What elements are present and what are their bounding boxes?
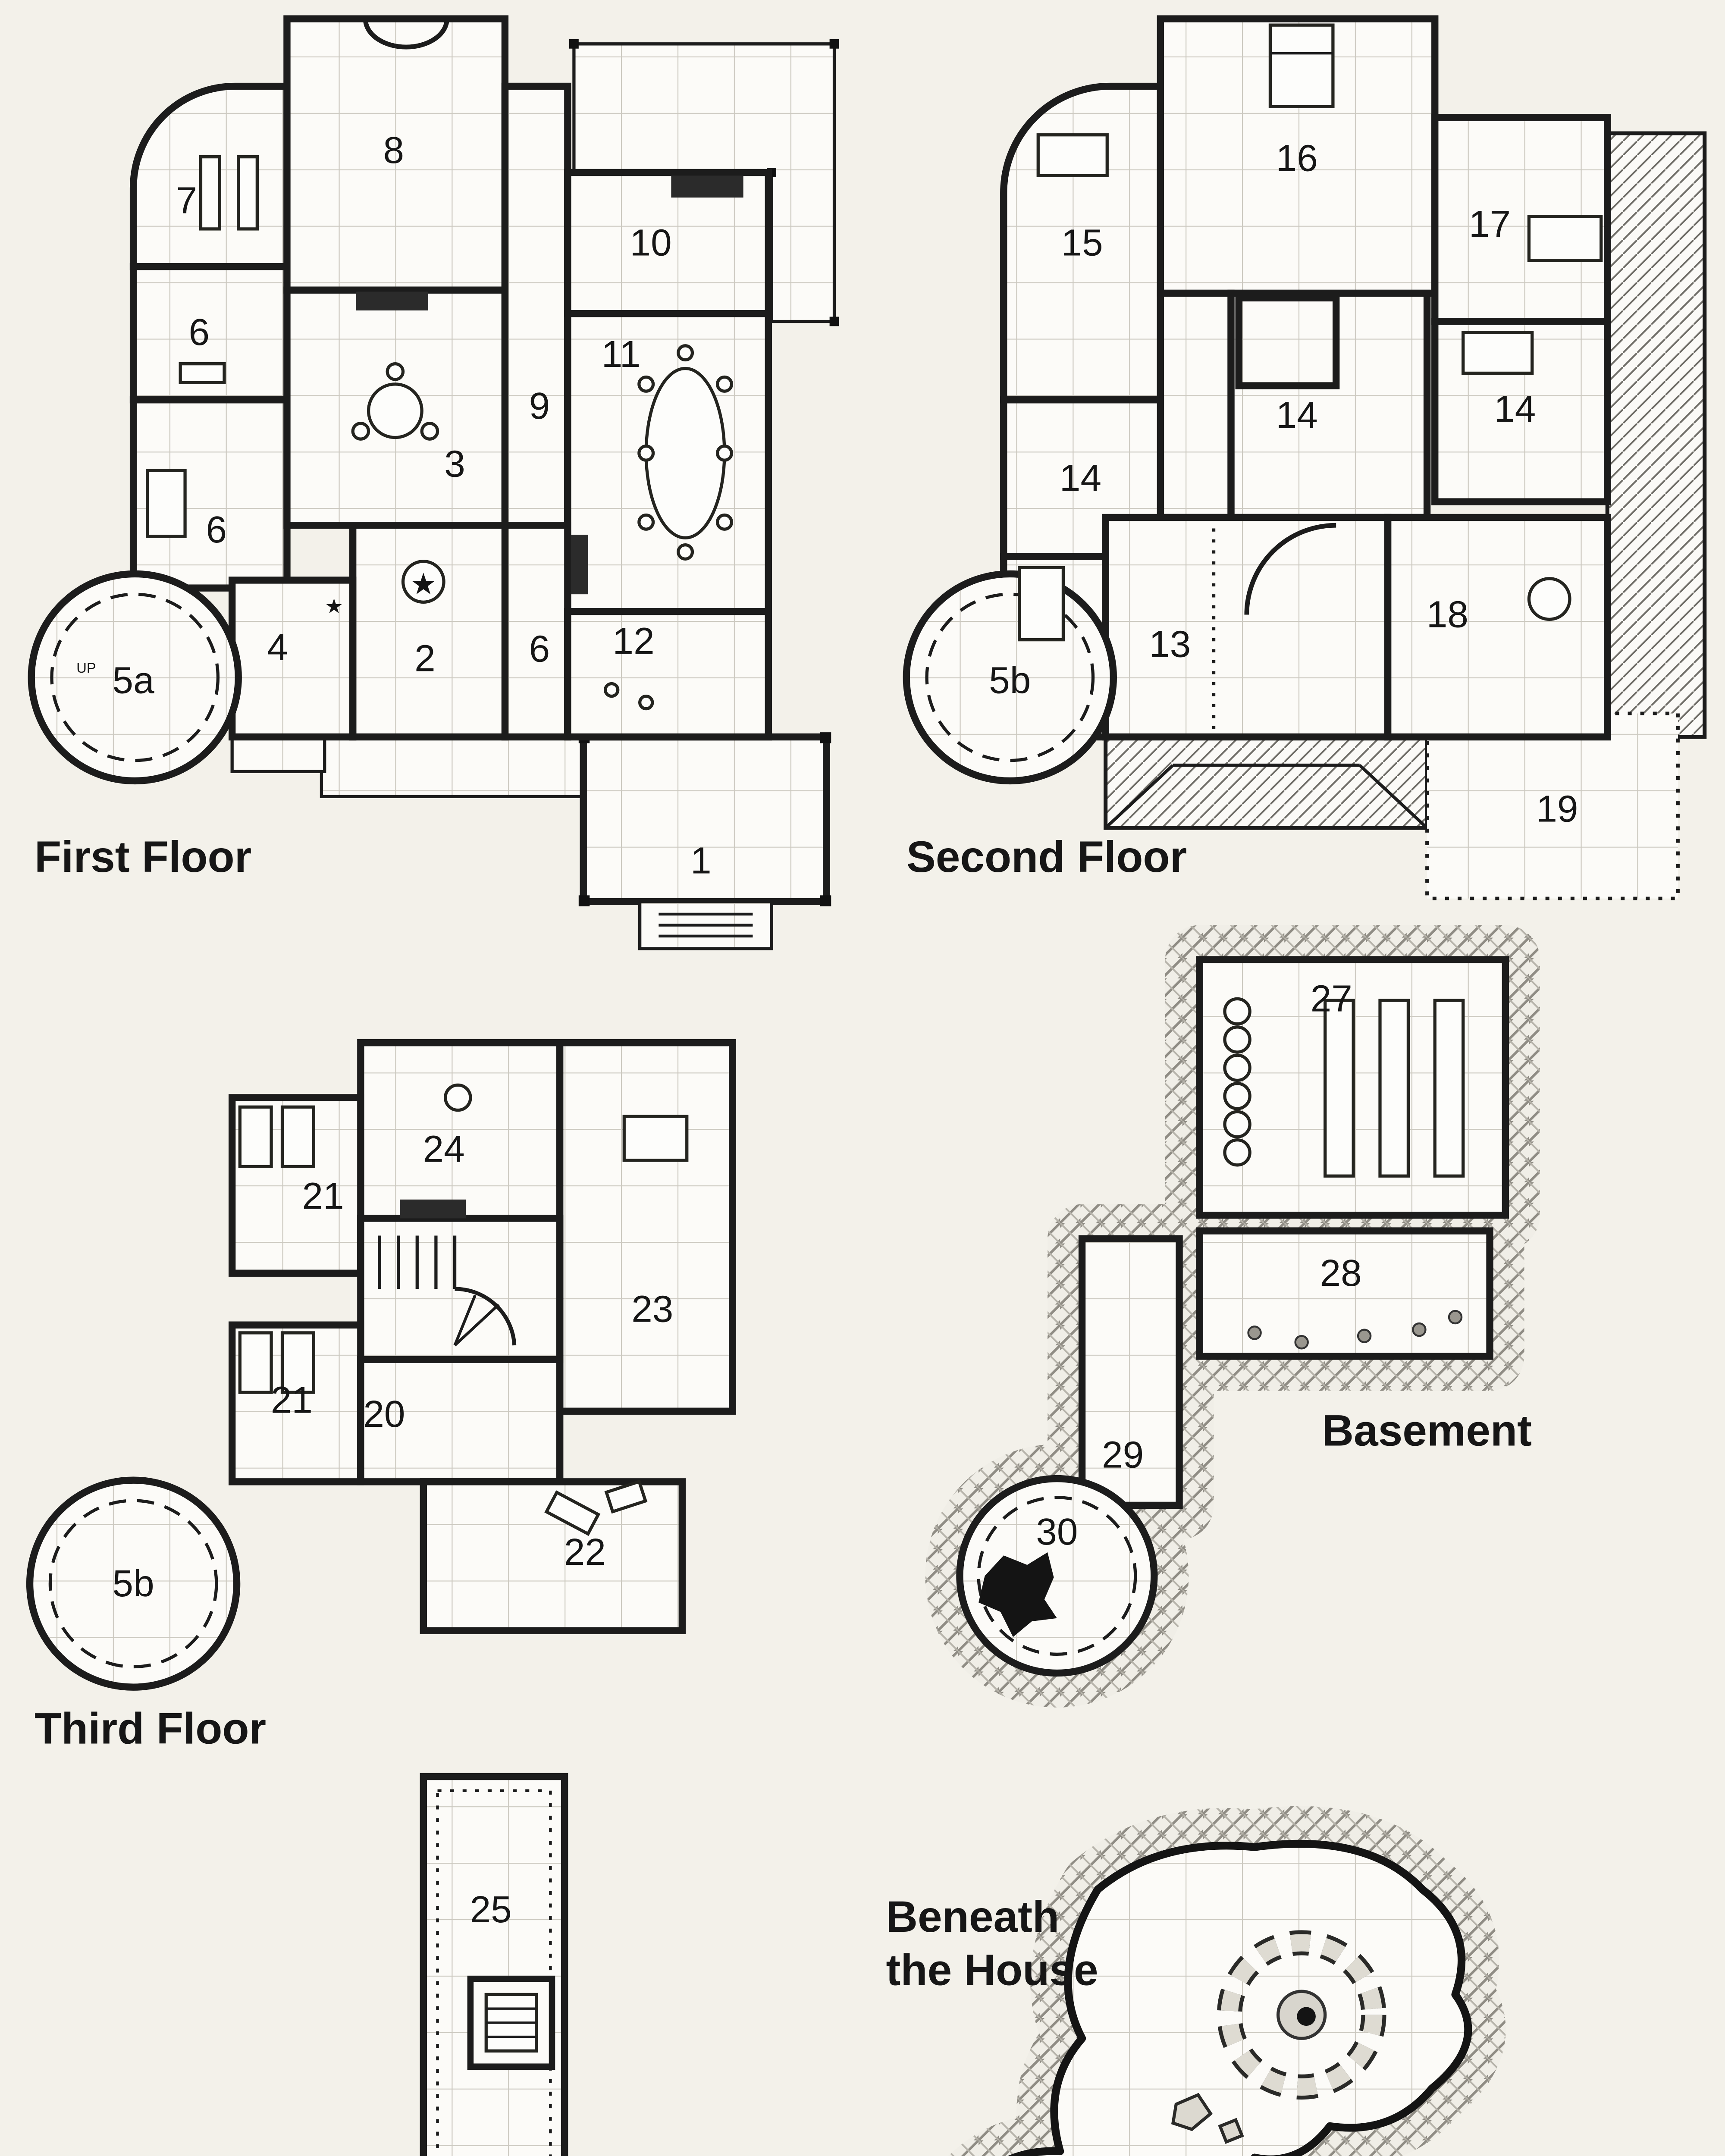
room-label-29: 29 bbox=[1102, 1434, 1144, 1476]
room-label-14-center: 14 bbox=[1276, 395, 1318, 436]
room-6c bbox=[501, 522, 571, 741]
room-label-21-bottom: 21 bbox=[271, 1379, 313, 1421]
pit bbox=[979, 1552, 1057, 1637]
second-floor-furniture bbox=[1018, 23, 1603, 642]
up-label: UP bbox=[76, 660, 96, 676]
rock-cluster bbox=[1171, 2093, 1244, 2144]
star-seal-icon: ★ bbox=[410, 567, 437, 602]
room-label-5b-third: 5b bbox=[113, 1563, 154, 1604]
porch bbox=[320, 735, 585, 798]
basement-furniture bbox=[1223, 997, 1465, 1350]
room-14-antechamber bbox=[1235, 294, 1340, 389]
room-label-14-left: 14 bbox=[1060, 457, 1101, 499]
basement-title: Basement bbox=[1322, 1406, 1532, 1455]
tower-5b-third-ring bbox=[48, 1499, 218, 1669]
room-label-7: 7 bbox=[176, 180, 197, 222]
room-30-ring bbox=[977, 1496, 1137, 1656]
room-12 bbox=[564, 608, 772, 741]
room-label-14-right: 14 bbox=[1494, 388, 1536, 430]
third-floor-title: Third Floor bbox=[34, 1704, 266, 1753]
room-label-10: 10 bbox=[630, 222, 672, 264]
tower-5a-inner-ring bbox=[50, 592, 220, 762]
room-9 bbox=[501, 82, 571, 529]
room-label-25: 25 bbox=[470, 1889, 512, 1930]
room-label-1: 1 bbox=[690, 840, 712, 881]
first-floor-furniture: ★ ★ bbox=[146, 155, 743, 711]
porch-roof bbox=[1104, 735, 1429, 830]
room-label-12: 12 bbox=[613, 620, 655, 662]
hall-corridor bbox=[1157, 289, 1235, 521]
widows-walk-plan: 25 Widow's Walk bbox=[420, 1773, 568, 2156]
porch-roof-hips bbox=[1104, 763, 1428, 829]
third-floor-furniture bbox=[238, 1083, 689, 1536]
water-lines bbox=[659, 912, 753, 938]
bay-niche bbox=[363, 19, 449, 50]
room-label-24: 24 bbox=[423, 1128, 465, 1170]
room-label-9: 9 bbox=[529, 385, 550, 427]
room-label-2: 2 bbox=[414, 637, 436, 679]
room-18 bbox=[1384, 514, 1611, 741]
room-25-walk bbox=[420, 1773, 568, 2156]
room-19-deck bbox=[1425, 711, 1680, 900]
room-label-30: 30 bbox=[1036, 1511, 1078, 1553]
room-label-22: 22 bbox=[564, 1531, 606, 1573]
room-label-27: 27 bbox=[1311, 978, 1352, 1019]
room-8 bbox=[283, 15, 509, 294]
third-floor-plan: 24 21 23 21 20 22 5b Third Floor bbox=[26, 1039, 736, 1753]
room-label-4: 4 bbox=[267, 627, 288, 668]
room-label-15: 15 bbox=[1061, 222, 1103, 264]
room-label-5b-second: 5b bbox=[989, 659, 1031, 701]
second-floor-title: Second Floor bbox=[906, 832, 1187, 881]
stair-opening-arc bbox=[1244, 523, 1336, 615]
room-4 bbox=[229, 577, 357, 741]
basement-plan: 27 28 29 30 Basement bbox=[925, 925, 1540, 1708]
room-label-21-top: 21 bbox=[302, 1175, 344, 1217]
room-label-19: 19 bbox=[1536, 788, 1578, 830]
room-label-17: 17 bbox=[1469, 203, 1511, 245]
room-2 bbox=[349, 522, 509, 741]
room-label-6a: 6 bbox=[189, 311, 210, 353]
room-label-16: 16 bbox=[1276, 137, 1318, 179]
room-label-3: 3 bbox=[444, 443, 465, 485]
room-label-11: 11 bbox=[602, 333, 641, 375]
room-label-6c: 6 bbox=[529, 628, 550, 670]
second-floor-plan: 16 15 17 14 14 14 13 18 5b 19 Second Flo… bbox=[903, 15, 1707, 900]
tower-5b-third bbox=[26, 1476, 241, 1691]
tower-5b-second-ring bbox=[925, 592, 1095, 762]
star-seal-circle bbox=[401, 560, 445, 604]
small-star-icon: ★ bbox=[325, 595, 343, 618]
room-label-6b: 6 bbox=[206, 509, 227, 551]
room-23 bbox=[556, 1039, 736, 1415]
room-label-28: 28 bbox=[1320, 1252, 1362, 1294]
room-label-8: 8 bbox=[383, 129, 404, 171]
first-floor-plan: ★ ★ 8 7 10 6 11 9 3 6 4 2 6 12 5a 1 UP F… bbox=[28, 15, 839, 950]
beneath-title-line1: Beneath bbox=[886, 1892, 1060, 1941]
first-floor-title: First Floor bbox=[34, 832, 251, 881]
room-label-18: 18 bbox=[1427, 594, 1468, 636]
beneath-the-house-plan: 31 Beneath the House bbox=[886, 1806, 1506, 2156]
room-label-13: 13 bbox=[1149, 624, 1191, 665]
room-29 bbox=[1078, 1235, 1183, 1509]
tower-5a bbox=[28, 570, 242, 785]
stone-circle bbox=[1217, 1930, 1386, 2100]
room-label-20: 20 bbox=[363, 1393, 405, 1435]
room-label-5a: 5a bbox=[113, 659, 155, 701]
side-roof bbox=[1605, 131, 1707, 739]
room-label-23: 23 bbox=[631, 1288, 673, 1330]
room-13 bbox=[1102, 514, 1392, 741]
room-28 bbox=[1196, 1227, 1493, 1360]
porch-step bbox=[230, 735, 326, 773]
beneath-title-line2: the House bbox=[886, 1946, 1098, 1995]
